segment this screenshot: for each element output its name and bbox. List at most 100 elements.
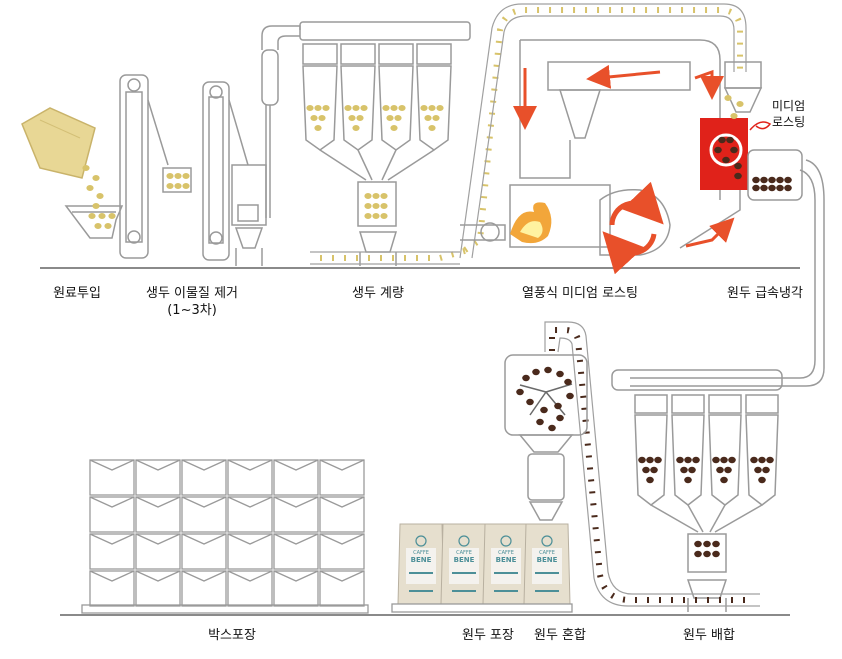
green-bean (372, 213, 379, 219)
box-2-3 (228, 534, 272, 569)
green-bean (380, 213, 387, 219)
roasted-bean (784, 185, 792, 191)
box-0-4 (274, 460, 318, 495)
roasted-bean (522, 375, 530, 381)
roasted-bean (638, 457, 646, 463)
roasted-bean (718, 137, 726, 143)
roasted-bean (750, 457, 758, 463)
roasted-bean (556, 371, 564, 377)
flame-icon (510, 202, 551, 243)
box-flap (320, 497, 364, 507)
airflow-arrows (525, 68, 726, 246)
roasted-bean (516, 389, 524, 395)
green-bean (436, 105, 443, 111)
box-3-5 (320, 571, 364, 606)
roasted-bean (554, 403, 562, 409)
box-flap (320, 534, 364, 544)
green-bean (386, 115, 393, 121)
green-bean (364, 193, 371, 199)
roasted-bean (728, 457, 736, 463)
box-flap (182, 460, 226, 470)
box-0-5 (320, 460, 364, 495)
svg-text:BENE: BENE (496, 556, 517, 564)
green-bean (94, 223, 101, 229)
box-flap (90, 571, 134, 581)
label-bean-blending: 원두 배합 (683, 628, 735, 644)
roasted-bean (654, 457, 662, 463)
roasted-bean (684, 477, 692, 483)
green-bean (364, 203, 371, 209)
green-bean (352, 125, 359, 131)
green-bean (182, 183, 189, 189)
green-bean (372, 203, 379, 209)
bucket-elevator-1 (120, 75, 191, 258)
roasted-bean (703, 551, 711, 557)
box-1-0 (90, 497, 134, 532)
box-2-1 (136, 534, 180, 569)
box-flap (136, 534, 180, 544)
green-bean (314, 105, 321, 111)
green-bean (96, 193, 103, 199)
roasted-bean (768, 177, 776, 183)
coffee-bag-4: CAFFEBENE (524, 524, 570, 604)
green-bean (382, 105, 389, 111)
green-bean (360, 105, 367, 111)
bucket-elevator-2 (203, 82, 266, 266)
box-flap (136, 571, 180, 581)
box-flap (182, 534, 226, 544)
annotation-roasting: 로스팅 (772, 115, 805, 130)
box-flap (182, 497, 226, 507)
roasted-bean (734, 163, 742, 169)
green-bean (390, 105, 397, 111)
box-flap (320, 571, 364, 581)
green-bean (88, 213, 95, 219)
green-bean (166, 183, 173, 189)
roasted-bean (712, 541, 720, 547)
coffee-bag-3: CAFFEBENE (483, 524, 529, 604)
roasted-conveyor-outline (545, 322, 760, 606)
roasted-bean (768, 185, 776, 191)
label-bean-packing: 원두 포장 (462, 628, 514, 644)
green-bean (104, 223, 111, 229)
roasted-bean (712, 457, 720, 463)
roasted-bean (688, 467, 696, 473)
roasted-bean (720, 477, 728, 483)
roasted-bean (776, 177, 784, 183)
box-pallet (90, 460, 364, 606)
box-flap (136, 497, 180, 507)
green-bean (428, 125, 435, 131)
green-bean (398, 105, 405, 111)
green-bean (174, 173, 181, 179)
green-bean (432, 115, 439, 121)
svg-text:BENE: BENE (537, 556, 558, 564)
green-bean (356, 115, 363, 121)
box-3-3 (228, 571, 272, 606)
coffee-bag-2: CAFFEBENE (441, 524, 487, 604)
green-bean (424, 115, 431, 121)
green-bean (92, 175, 99, 181)
green-bean (730, 113, 737, 119)
green-bean (314, 125, 321, 131)
roasted-bean (646, 457, 654, 463)
label-hot-air-roasting: 열풍식 미디엄 로스팅 (522, 286, 638, 302)
roasted-bean (536, 419, 544, 425)
green-bean (166, 173, 173, 179)
green-bean (108, 213, 115, 219)
roasted-bean (752, 185, 760, 191)
green-bean (348, 115, 355, 121)
green-bean (322, 105, 329, 111)
roasted-bean (532, 369, 540, 375)
green-bean (86, 185, 93, 191)
box-1-2 (182, 497, 226, 532)
box-3-2 (182, 571, 226, 606)
roasted-bean (650, 467, 658, 473)
box-flap (228, 497, 272, 507)
roasted-bean (694, 551, 702, 557)
green-bean (380, 203, 387, 209)
roasted-bean (752, 177, 760, 183)
green-bean (372, 193, 379, 199)
roasted-bean (758, 457, 766, 463)
box-flap (228, 571, 272, 581)
